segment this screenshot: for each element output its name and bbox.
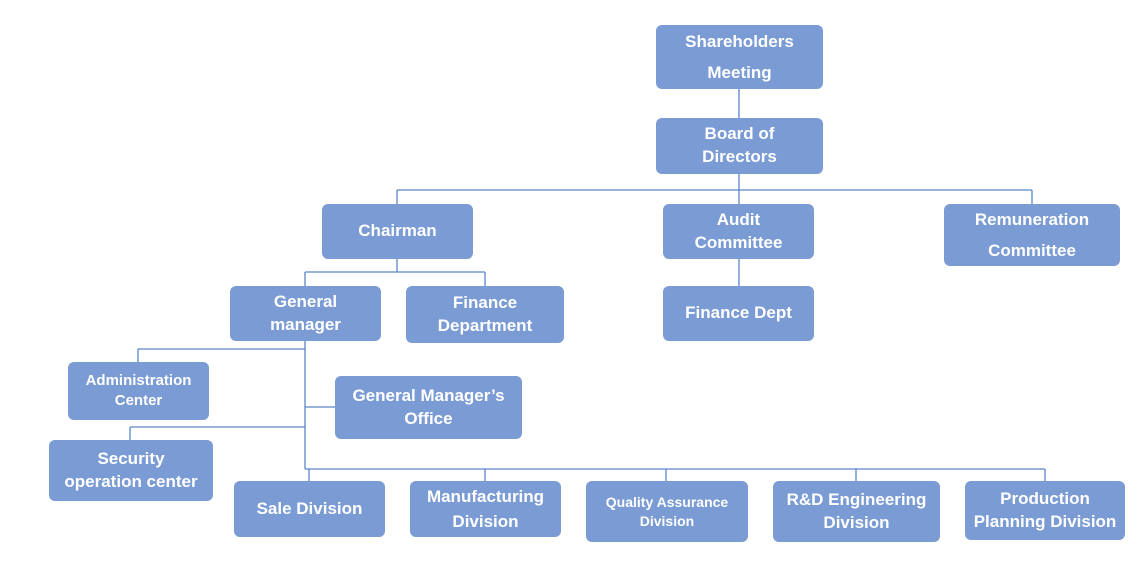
quality-assurance-division-label: Quality Assurance Division <box>605 493 729 529</box>
audit-committee-label: Audit Committee <box>694 209 783 252</box>
remuneration-committee-label: Remuneration Committee <box>974 209 1090 260</box>
rnd-engineering-division-label: R&D Engineering Division <box>786 489 927 532</box>
manufacturing-division-label: Manufacturing Division <box>426 486 545 532</box>
audit-committee-node: Audit Committee <box>663 204 814 259</box>
rnd-engineering-division-node: R&D Engineering Division <box>773 481 940 542</box>
finance-department-node: Finance Department <box>406 286 564 343</box>
production-planning-division-node: Production Planning Division <box>965 481 1125 540</box>
security-operation-center-label: Security operation center <box>64 448 198 491</box>
chairman-node: Chairman <box>322 204 473 259</box>
general-managers-office-node: General Manager’s Office <box>335 376 522 439</box>
manufacturing-division-node: Manufacturing Division <box>410 481 561 537</box>
board-of-directors-node: Board of Directors <box>656 118 823 174</box>
remuneration-committee-node: Remuneration Committee <box>944 204 1120 266</box>
chairman-label: Chairman <box>358 221 437 241</box>
shareholders-meeting-label: Shareholders Meeting <box>685 31 794 82</box>
production-planning-division-label: Production Planning Division <box>973 488 1117 531</box>
sale-division-label: Sale Division <box>256 498 363 518</box>
quality-assurance-division-node: Quality Assurance Division <box>586 481 748 542</box>
finance-department-label: Finance Department <box>437 292 533 335</box>
administration-center-label: Administration Center <box>85 371 192 409</box>
sale-division-node: Sale Division <box>234 481 385 537</box>
finance-dept-label: Finance Dept <box>685 303 792 323</box>
shareholders-meeting-node: Shareholders Meeting <box>656 25 823 89</box>
general-manager-node: General manager <box>230 286 381 341</box>
finance-dept-node: Finance Dept <box>663 286 814 341</box>
board-of-directors-label: Board of Directors <box>702 124 777 166</box>
general-manager-label: General manager <box>270 291 341 334</box>
administration-center-node: Administration Center <box>68 362 209 420</box>
security-operation-center-node: Security operation center <box>49 440 213 501</box>
general-managers-office-label: General Manager’s Office <box>352 385 505 428</box>
